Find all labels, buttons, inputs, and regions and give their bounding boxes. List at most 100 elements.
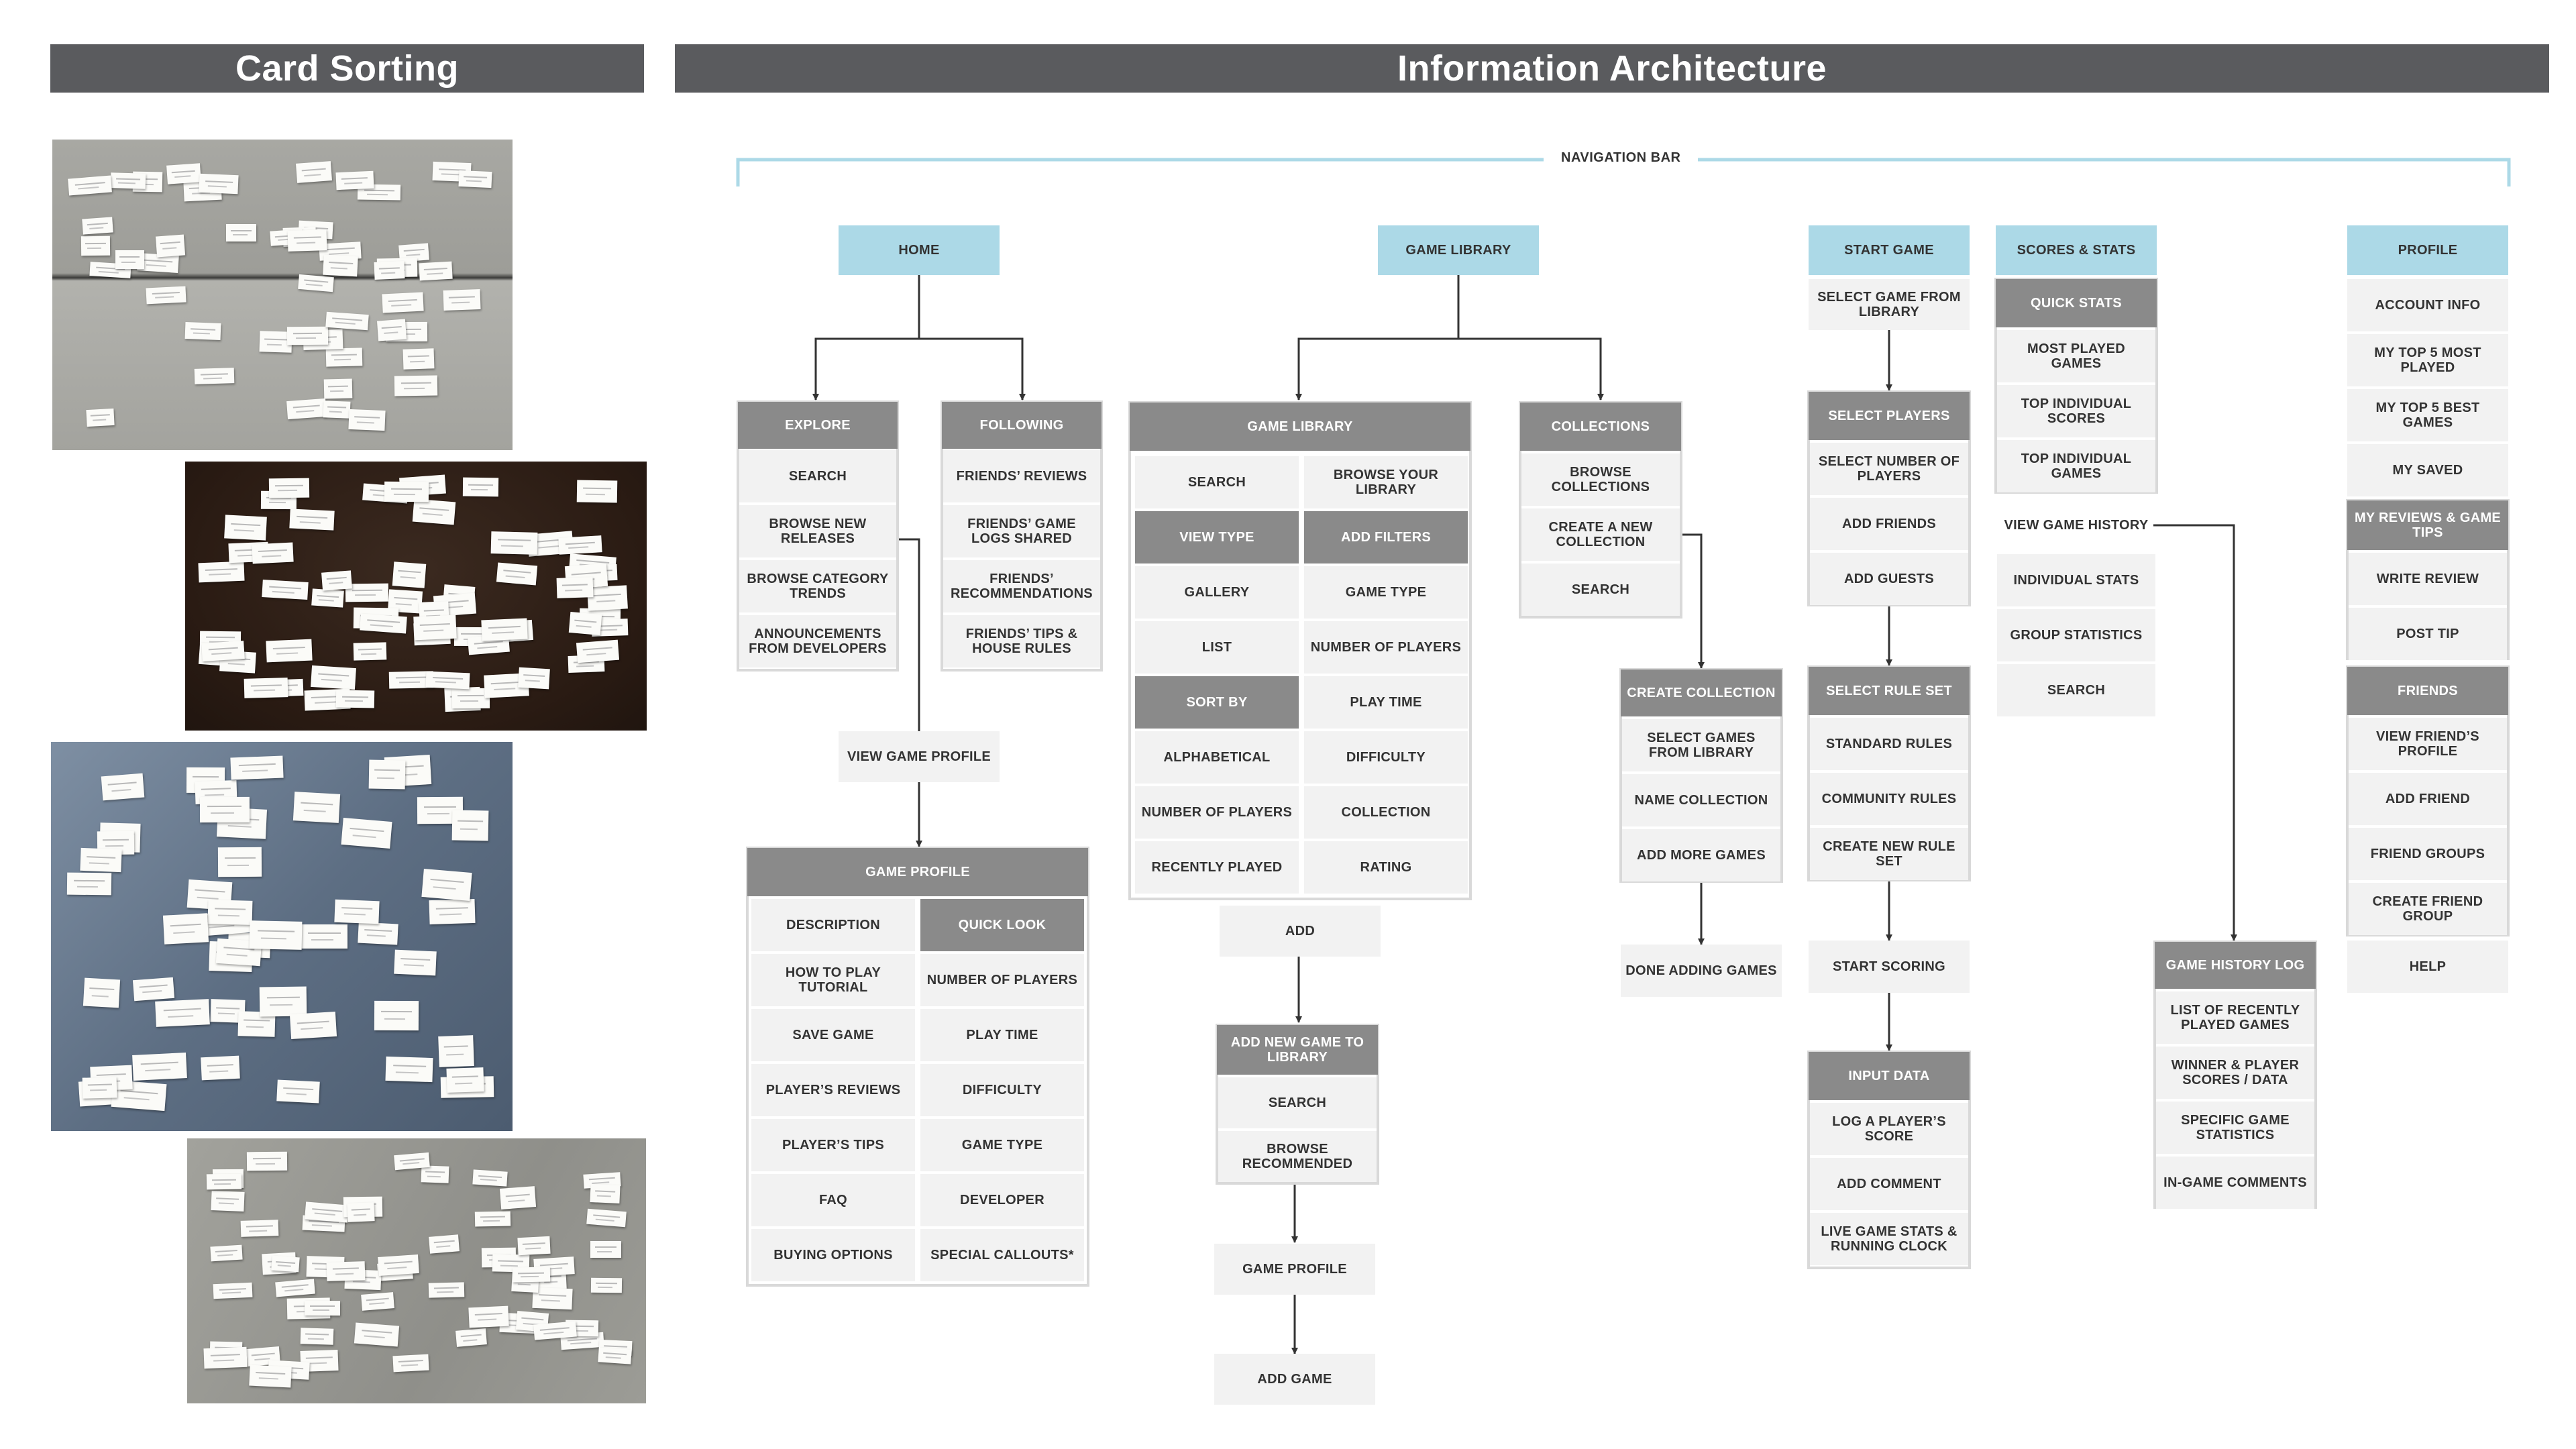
create-collection-header: CREATE COLLECTION: [1621, 669, 1782, 716]
quick-look-item: PLAY TIME: [920, 1009, 1084, 1061]
nav-scores-stats: SCORES & STATS: [1996, 225, 2157, 275]
sort-card: [341, 818, 392, 849]
sort-card: [304, 1301, 340, 1316]
card-sort-photo-3: [51, 742, 513, 1131]
sort-card: [446, 1067, 484, 1093]
sort-card: [198, 561, 246, 583]
quick-look-item: DEVELOPER: [920, 1174, 1084, 1226]
select-players-item: SELECT NUMBER OF PLAYERS: [1810, 443, 1968, 495]
select-rule-set-header: SELECT RULE SET: [1809, 667, 1970, 715]
sort-item: ALPHABETICAL: [1135, 731, 1299, 784]
sort-card: [590, 1183, 621, 1203]
sort-card: [184, 322, 221, 341]
profile-item: MY TOP 5 MOST PLAYED: [2347, 334, 2508, 386]
sort-card: [323, 400, 352, 419]
rule-set-item: CREATE NEW RULE SET: [1810, 828, 1968, 880]
sort-card: [394, 1152, 431, 1171]
add-filters-header: ADD FILTERS: [1304, 511, 1468, 564]
library-game-profile: GAME PROFILE: [1214, 1244, 1375, 1295]
quick-stats-item: TOP INDIVIDUAL SCORES: [1997, 385, 2155, 437]
select-players-item: ADD FRIENDS: [1810, 498, 1968, 550]
sort-card: [369, 759, 407, 789]
sort-card: [321, 570, 352, 591]
sort-card: [207, 900, 253, 926]
view-type-header: VIEW TYPE: [1135, 511, 1299, 564]
card-sorting-header: Card Sorting: [50, 44, 644, 93]
sort-card: [224, 515, 268, 541]
input-data-header: INPUT DATA: [1809, 1052, 1970, 1100]
sort-card: [360, 1291, 394, 1311]
sort-card: [199, 797, 250, 822]
add-new-browse: BROWSE RECOMMENDED: [1218, 1131, 1377, 1182]
sort-card: [345, 583, 389, 602]
sort-card: [517, 1236, 551, 1256]
profile-item: ACCOUNT INFO: [2347, 279, 2508, 331]
sort-card: [598, 1347, 632, 1364]
sort-card: [413, 614, 457, 641]
done-adding-games: DONE ADDING GAMES: [1621, 945, 1782, 997]
sort-card: [275, 1279, 316, 1297]
card-sort-photo-2: [185, 462, 647, 731]
view-list: LIST: [1135, 621, 1299, 674]
my-reviews-header: MY REVIEWS & GAME TIPS: [2347, 500, 2508, 550]
library-add-game: ADD GAME: [1214, 1354, 1375, 1405]
sort-card: [287, 229, 327, 252]
sort-card: [382, 292, 424, 313]
sort-card: [300, 1327, 334, 1345]
sort-card: [393, 950, 437, 976]
sort-card: [354, 1322, 399, 1346]
sort-card: [425, 671, 470, 690]
game-profile-item: SAVE GAME: [751, 1009, 915, 1061]
connector-line: [812, 275, 920, 400]
sort-card: [384, 481, 429, 503]
sort-card: [83, 1077, 118, 1099]
profile-item: MY TOP 5 BEST GAMES: [2347, 389, 2508, 441]
collections-item: BROWSE COLLECTIONS: [1521, 453, 1680, 506]
sort-card: [226, 224, 257, 241]
filter-item: PLAY TIME: [1304, 676, 1468, 729]
sort-card: [286, 326, 329, 345]
sort-card: [323, 254, 359, 277]
create-collection-item: NAME COLLECTION: [1622, 774, 1780, 826]
sort-card: [468, 1305, 509, 1328]
sort-card: [499, 1186, 537, 1210]
explore-item: BROWSE NEW RELEASES: [739, 505, 896, 557]
sort-card: [249, 920, 303, 951]
sort-card: [325, 347, 362, 367]
sort-card: [586, 1208, 627, 1228]
history-log-item: LIST OF RECENTLY PLAYED GAMES: [2156, 991, 2314, 1044]
sort-card: [298, 274, 334, 292]
add-new-search: SEARCH: [1218, 1077, 1377, 1128]
connector-line: [1458, 337, 1604, 400]
friends-item: CREATE FRIEND GROUP: [2349, 883, 2507, 935]
sort-card: [217, 847, 262, 877]
sort-card: [512, 1267, 550, 1283]
game-profile-item: PLAYER’S REVIEWS: [751, 1064, 915, 1116]
sort-card: [81, 236, 111, 256]
sort-card: [156, 234, 186, 258]
quick-look-item: NUMBER OF PLAYERS: [920, 954, 1084, 1006]
sort-card: [451, 688, 490, 709]
sort-item: RECENTLY PLAYED: [1135, 841, 1299, 894]
sort-card: [210, 1244, 243, 1262]
game-profile-item: FAQ: [751, 1174, 915, 1226]
sort-card: [455, 1328, 486, 1348]
friends-header: FRIENDS: [2347, 667, 2508, 715]
friends-item: FRIEND GROUPS: [2349, 828, 2507, 880]
sort-card: [576, 480, 618, 503]
stats-item: INDIVIDUAL STATS: [1997, 554, 2155, 606]
filter-item: GAME TYPE: [1304, 566, 1468, 619]
connector-line: [919, 337, 1026, 400]
sort-card: [201, 641, 246, 662]
filter-item: COLLECTION: [1304, 786, 1468, 839]
sort-by-header: SORT BY: [1135, 676, 1299, 729]
sort-card: [213, 1282, 253, 1299]
sort-card: [115, 250, 144, 269]
navigation-bar-label: NAVIGATION BAR: [1544, 150, 1699, 166]
sort-card: [166, 162, 201, 184]
sort-card: [295, 161, 332, 184]
sort-card: [203, 1346, 248, 1369]
sort-card: [240, 1220, 279, 1238]
game-profile-item: HOW TO PLAY TUTORIAL: [751, 954, 915, 1006]
quick-look-item: DIFFICULTY: [920, 1064, 1084, 1116]
